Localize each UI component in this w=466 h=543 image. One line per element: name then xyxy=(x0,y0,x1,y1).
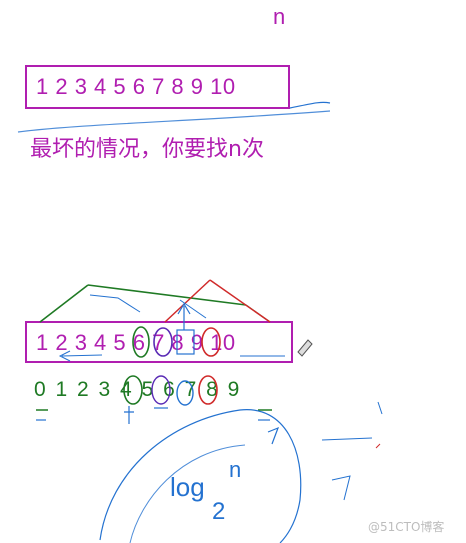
blue-scribble-1 xyxy=(89,294,141,313)
index-row: 0 1 2 3 4 5 6 7 8 9 xyxy=(34,378,242,401)
right-scribble-2 xyxy=(375,443,381,449)
worst-case-caption: 最坏的情况，你要找n次 xyxy=(30,137,264,162)
green-tri-top xyxy=(87,284,247,306)
caption-underline-stroke xyxy=(17,110,331,133)
top-n-label: n xyxy=(273,4,286,29)
pencil-icon xyxy=(297,339,313,357)
top-array-box xyxy=(25,65,290,109)
log-label: log xyxy=(170,472,205,502)
green-tri-left xyxy=(39,284,89,323)
red-tri-left xyxy=(164,279,211,323)
bottom-array-box xyxy=(25,321,293,363)
blue-hook-mark xyxy=(267,426,280,445)
blue-mark-4 xyxy=(124,406,134,424)
top-array-values: 1 2 3 4 5 6 7 8 9 10 xyxy=(36,74,236,99)
right-scribble-1 xyxy=(321,437,373,441)
bottom-array-values: 1 2 3 4 5 6 7 8 9 10 xyxy=(36,330,236,355)
blue-scribble-2 xyxy=(179,299,207,319)
right-scribble-4 xyxy=(331,475,351,501)
red-tri-right xyxy=(209,279,271,323)
top-arrow-stroke xyxy=(289,101,331,109)
watermark-text: @51CTO博客 xyxy=(368,520,445,534)
log-base: 2 xyxy=(212,498,226,525)
right-scribble-3 xyxy=(377,401,383,415)
log-exponent: n xyxy=(229,457,242,482)
green-tri-right xyxy=(245,304,271,323)
